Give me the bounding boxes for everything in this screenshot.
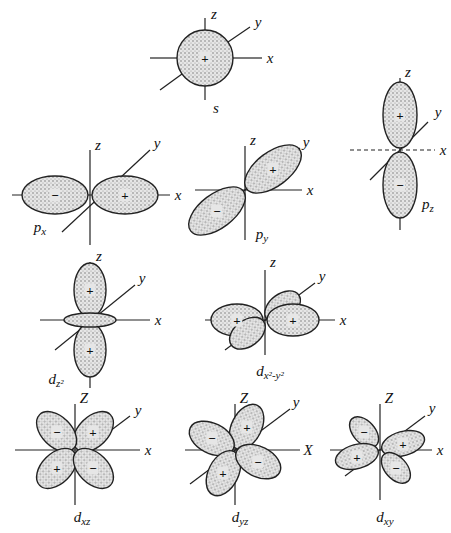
orbital-label: dyz [232, 510, 249, 527]
sign-label: + [87, 426, 98, 439]
axis-label: x [155, 313, 162, 328]
sign-label: + [84, 344, 95, 357]
axis-label: z [96, 249, 102, 264]
axis-label: y [319, 269, 326, 284]
axis-label: y [139, 271, 146, 286]
axis-label: z [270, 255, 276, 270]
axis-label: y [429, 401, 436, 416]
sign-label: − [252, 456, 263, 469]
sign-label: − [394, 179, 405, 192]
sign-label: − [390, 462, 401, 475]
sign-label: − [87, 462, 98, 475]
axis-label: Z [385, 391, 393, 406]
orbital-label: dx²-y² [256, 364, 284, 381]
axis-label: x [145, 443, 152, 458]
orbital-label: pz [422, 197, 434, 214]
axis-label: x [267, 51, 274, 66]
axis-label: z [250, 133, 256, 148]
sign-label: + [241, 421, 252, 434]
orbital-label: py [256, 227, 268, 244]
sign-label: + [231, 314, 242, 327]
axis-label: z [95, 138, 101, 153]
axis-label: y [154, 136, 161, 151]
orbital-lobes [22, 30, 428, 501]
sign-label: + [394, 109, 405, 122]
sign-label: + [51, 462, 62, 475]
axis-label: X [303, 443, 312, 458]
sign-label: − [211, 205, 222, 218]
axis-label: z [405, 65, 411, 80]
orbital-label: dxy [376, 510, 393, 527]
sign-label: + [287, 314, 298, 327]
sign-label: + [397, 438, 408, 451]
sign-label: − [358, 426, 369, 439]
sign-label: + [351, 451, 362, 464]
sign-label: − [51, 426, 62, 439]
axis-lines [12, 18, 435, 505]
orbital-label: px [34, 220, 46, 237]
axis-label: y [435, 105, 442, 120]
sign-label: + [267, 163, 278, 176]
axis-label: x [175, 188, 182, 203]
axis-label: y [255, 15, 262, 30]
axis-label: y [135, 403, 142, 418]
orbital-label: dxz [74, 510, 91, 527]
axis-label: Z [80, 391, 88, 406]
axis-label: x [340, 313, 347, 328]
axis-label: z [211, 7, 217, 22]
sign-label: − [206, 432, 217, 445]
axis-label: y [293, 395, 300, 410]
orbital-label: dz² [48, 372, 63, 389]
axis-label: x [307, 183, 314, 198]
axis-label: x [440, 143, 447, 158]
sign-label: + [84, 284, 95, 297]
axis-label: x [437, 443, 444, 458]
sign-label: + [217, 467, 228, 480]
sign-label: − [49, 189, 60, 202]
sign-label: + [199, 52, 210, 65]
sign-label: + [119, 189, 130, 202]
orbital-label: s [213, 101, 219, 116]
axis-label: Z [240, 391, 248, 406]
axis-label: y [303, 135, 310, 150]
